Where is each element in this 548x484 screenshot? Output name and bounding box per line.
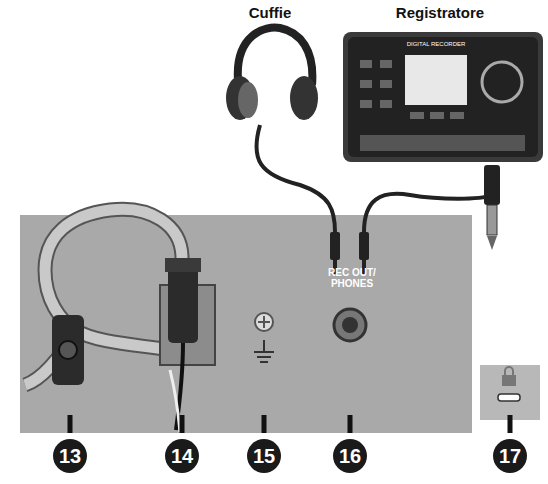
- callout-number: 17: [493, 439, 527, 473]
- device-label: Cuffie: [249, 4, 292, 21]
- recorder: [343, 32, 543, 162]
- rear-panel: [20, 215, 472, 433]
- callout-number: 14: [165, 439, 199, 473]
- lock-icon: [502, 375, 516, 386]
- ground-screw: [255, 313, 273, 331]
- phones-jack: [334, 309, 366, 341]
- lock-plate: [480, 365, 540, 420]
- callout-number: 16: [333, 439, 367, 473]
- security-slot: [498, 394, 520, 401]
- cable-hook: [52, 315, 84, 385]
- screen-text: DIGITAL RECORDER: [407, 41, 466, 47]
- jack-label: REC OUT/ PHONES: [317, 267, 387, 289]
- headphones: [238, 28, 313, 85]
- device-label: Registratore: [396, 4, 484, 21]
- callout-number: 13: [53, 439, 87, 473]
- callout-number: 15: [247, 439, 281, 473]
